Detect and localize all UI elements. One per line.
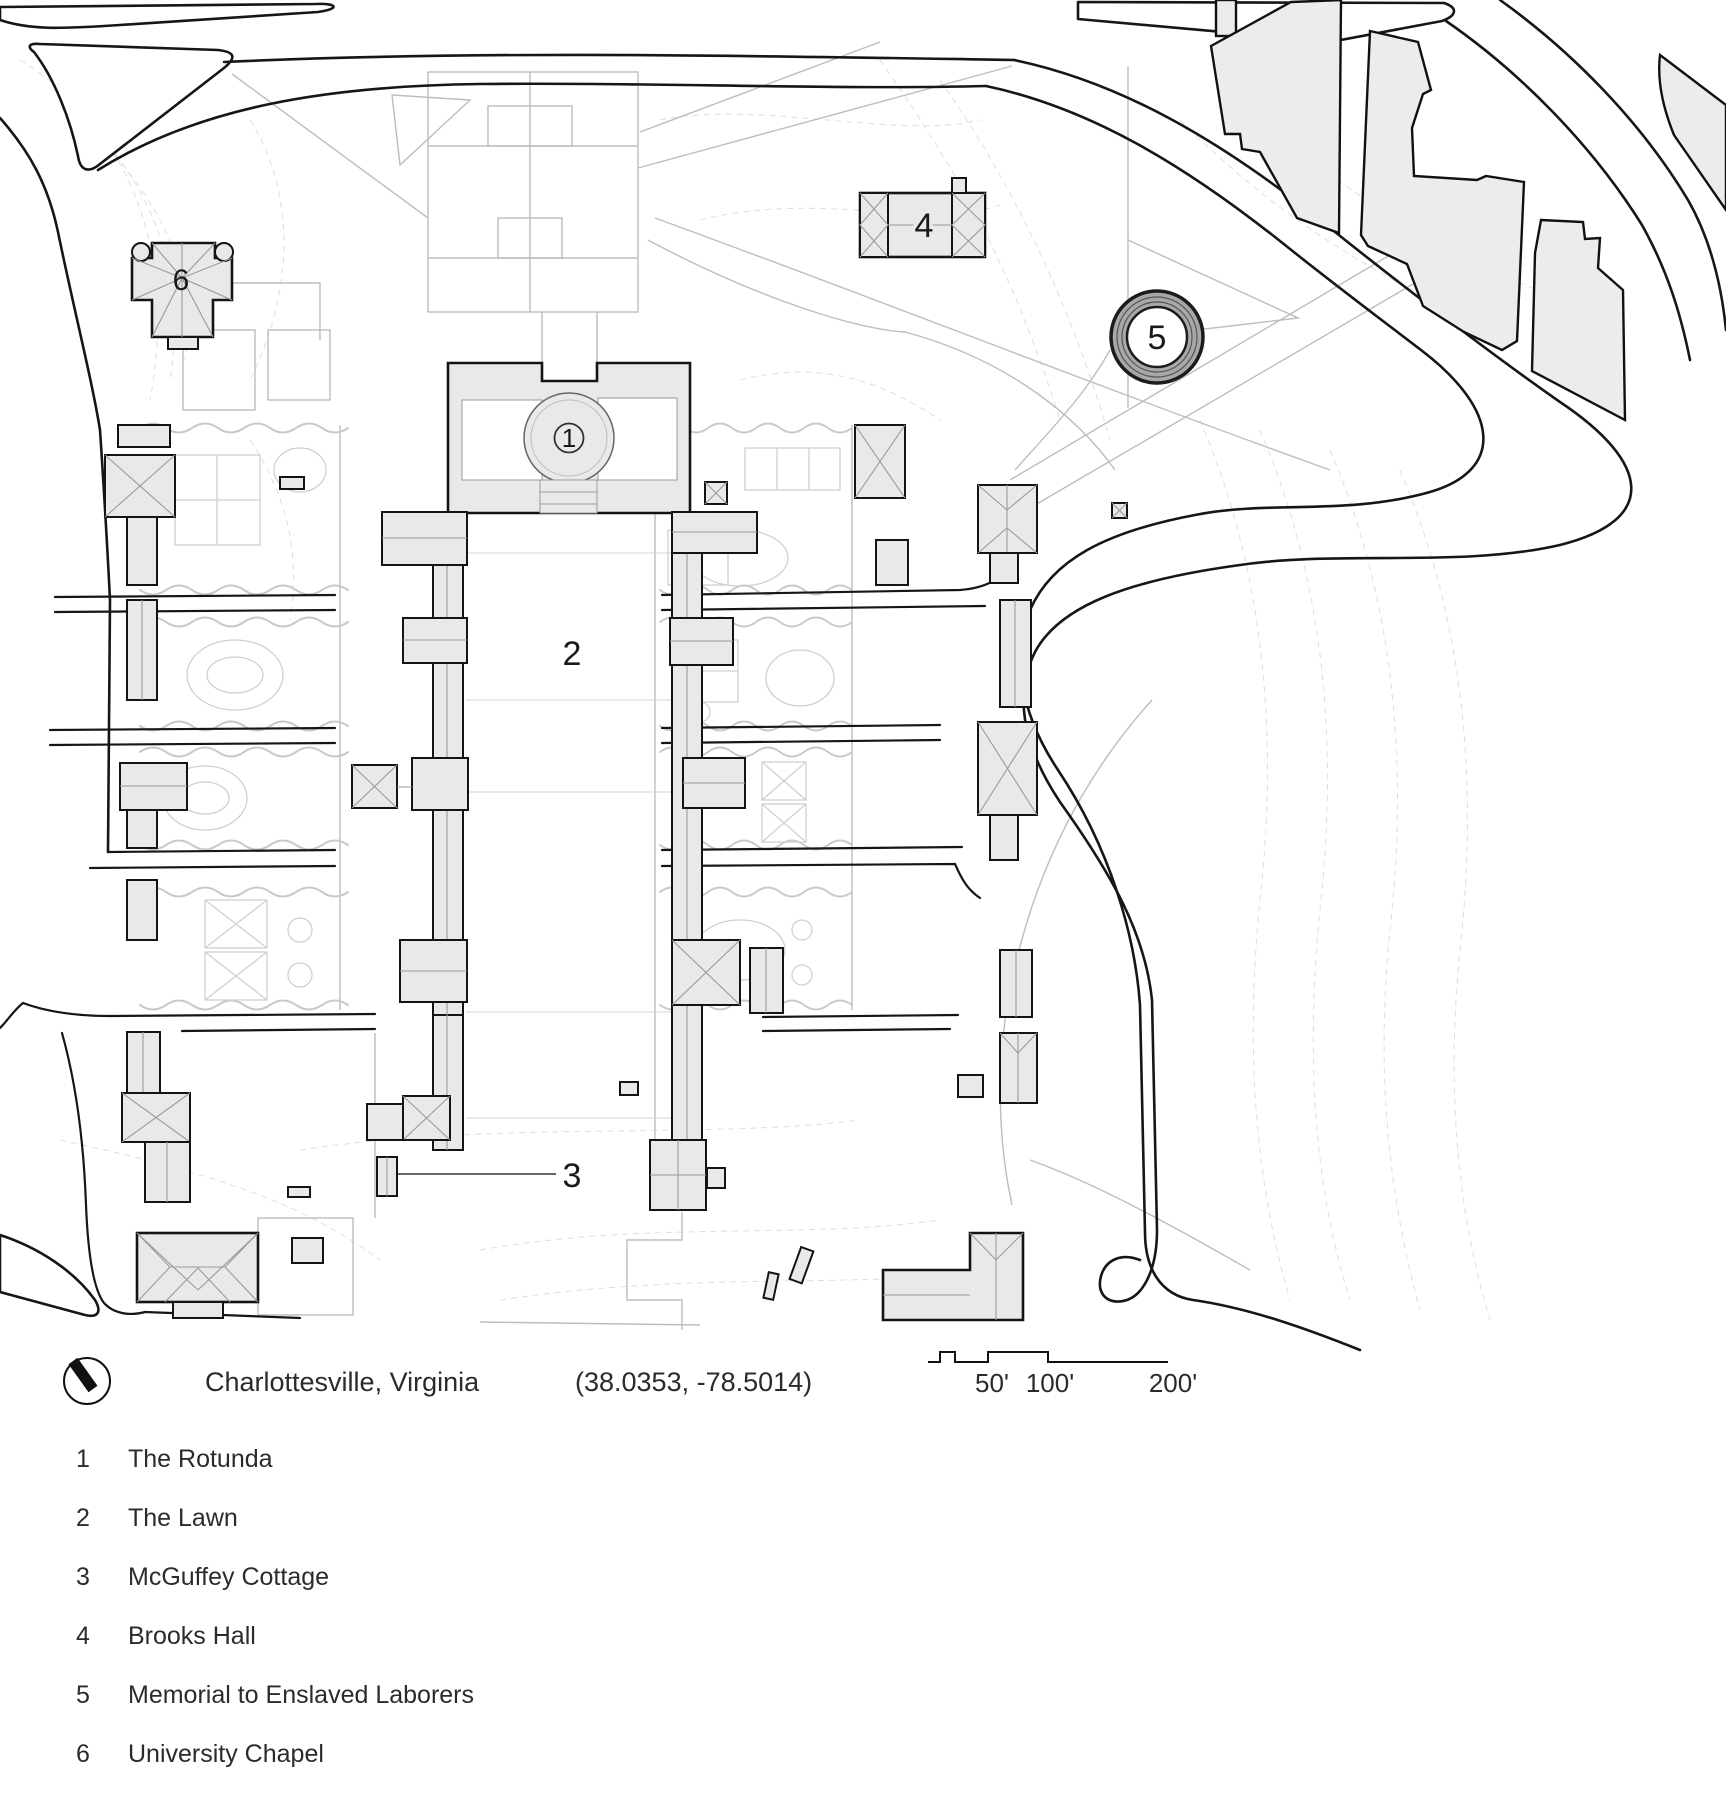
west-road-edge — [0, 116, 112, 854]
legend-number: 6 — [76, 1740, 90, 1768]
avenue-lower-edge — [96, 82, 988, 172]
scale-label-50: 50' — [975, 1368, 1009, 1398]
legend-item-6: 6 University Chapel — [0, 1739, 700, 1769]
north-arrow-icon — [63, 1357, 111, 1405]
marker-2: 2 — [563, 635, 582, 673]
west-street-buildings — [104, 424, 191, 1203]
buildings — [104, 0, 1726, 1322]
cross-streets — [0, 563, 1012, 1320]
marker-5: 5 — [1148, 319, 1167, 357]
map-labels: 1 2 3 4 5 6 — [173, 204, 1167, 1196]
place-name: Charlottesville, Virginia — [205, 1367, 480, 1397]
marker-1: 1 — [562, 423, 576, 453]
scale-label-100: 100' — [1026, 1368, 1074, 1398]
rotunda-building — [446, 361, 692, 515]
diagonal-road-lower — [984, 84, 1485, 1352]
legend-number: 2 — [76, 1504, 90, 1532]
legend-item-4: 4 Brooks Hall — [0, 1621, 700, 1651]
legend-label: Brooks Hall — [128, 1622, 256, 1650]
legend-label: The Lawn — [128, 1504, 238, 1532]
legend-item-1: 1 The Rotunda — [0, 1444, 700, 1474]
legend-number: 1 — [76, 1445, 90, 1473]
brooks-hall-building — [858, 177, 987, 259]
north-east-building-cluster — [1209, 0, 1726, 423]
legend-item-5: 5 Memorial to Enslaved Laborers — [0, 1680, 700, 1710]
legend-number: 5 — [76, 1681, 90, 1709]
marker-6: 6 — [173, 264, 190, 297]
marker-1-circle — [553, 422, 585, 454]
legend-label: McGuffey Cottage — [128, 1563, 330, 1591]
top-road-strip — [0, 2, 335, 30]
legend-label: The Rotunda — [128, 1445, 273, 1473]
coordinates: (38.0353, -78.5014) — [575, 1367, 812, 1397]
triangle-island — [28, 42, 234, 171]
legend-label: University Chapel — [128, 1740, 324, 1768]
small-structures — [279, 476, 1128, 1301]
legend-number: 3 — [76, 1563, 90, 1591]
west-range-colonnade — [351, 511, 469, 1197]
l-shaped-building — [881, 1231, 1025, 1322]
scale-label-200: 200' — [1149, 1368, 1197, 1398]
memorial-ring — [1109, 289, 1205, 385]
east-street-buildings — [854, 424, 1038, 1322]
legend-number: 4 — [76, 1622, 90, 1650]
marker-4: 4 — [915, 207, 934, 245]
south-west-buildings — [135, 1186, 324, 1319]
caption-row: Charlottesville, Virginia (38.0353, -78.… — [63, 1351, 1197, 1405]
university-chapel-building — [130, 241, 234, 350]
legend-label: Memorial to Enslaved Laborers — [128, 1681, 474, 1709]
legend-item-2: 2 The Lawn — [0, 1503, 700, 1533]
avenue-upper-edge — [222, 53, 1016, 64]
northeast-corner-road-a — [1498, 0, 1726, 332]
northeast-corner-road-b — [1444, 19, 1692, 362]
east-range-colonnade — [649, 511, 784, 1211]
lawn-terraces — [466, 552, 671, 1119]
southwest-island — [0, 1233, 100, 1318]
scale-bar: 50' 100' 200' — [928, 1351, 1197, 1398]
marker-3: 3 — [563, 1157, 582, 1195]
legend-item-3: 3 McGuffey Cottage — [0, 1562, 700, 1592]
